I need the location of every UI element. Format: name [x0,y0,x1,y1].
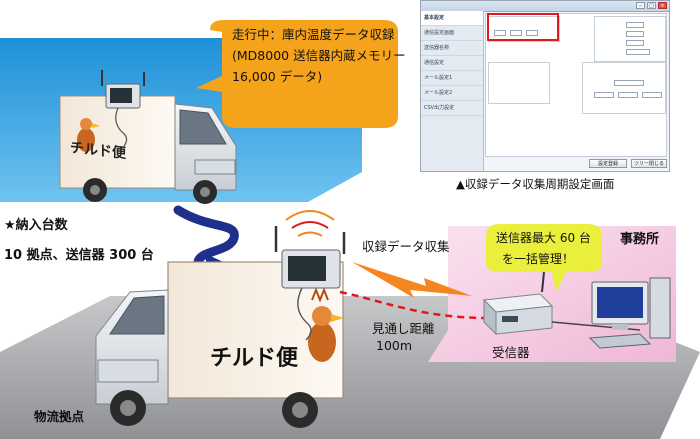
pc-icon [590,278,670,348]
window-buttons: – □ × [636,2,667,9]
alarm-select[interactable] [626,49,650,55]
office-bubble-line2: を一括管理！ [496,249,591,270]
screenshot-nav: 基本設定 通信設定画面 送信器名称 通信設定 メール設定1 メール設定2 CSV… [421,11,484,171]
distance-line1: 見通し距離 [372,318,435,337]
list-field[interactable] [614,80,644,86]
alarm-select[interactable] [626,40,644,46]
list-field[interactable] [594,92,614,98]
highlight-box [487,13,559,41]
office-title: 事務所 [620,228,659,247]
nav-item[interactable]: メール設定1 [421,71,483,86]
nav-item[interactable]: 通信設定 [421,56,483,71]
nav-item[interactable]: 通信設定画面 [421,26,483,41]
save-settings-button[interactable]: 設定登録 [589,159,627,168]
list-field[interactable] [618,92,638,98]
screenshot-caption: ▲収録データ収集周期設定画面 [456,176,614,192]
truck-bubble-line1: 走行中：庫内温度データ収録 [232,24,406,45]
close-icon[interactable]: × [658,2,667,9]
minimize-icon[interactable]: – [636,2,645,9]
delivery-detail: 10 拠点、送信器 300 台 [4,244,154,263]
csv-group [488,62,550,104]
distance-line2: 100m [376,338,412,353]
maximize-icon[interactable]: □ [647,2,656,9]
truck-bubble-text: 走行中：庫内温度データ収録 (MD8000 送信器内蔵メモリー 16,000 デ… [232,24,406,87]
bottom-truck-logo: チルド便 [210,340,298,372]
base-label: 物流拠点 [34,406,84,425]
truck-bubble-line2: (MD8000 送信器内蔵メモリー [232,45,406,66]
close-tree-button[interactable]: ツリー閉じる [631,159,667,168]
nav-item[interactable]: 基本設定 [421,11,483,26]
nav-item[interactable]: 送信器名称 [421,41,483,56]
list-field[interactable] [642,92,662,98]
list-display-group [582,62,666,114]
receiver-label: 受信器 [492,342,530,361]
settings-screenshot: – □ × 基本設定 通信設定画面 送信器名称 通信設定 メール設定1 メール設… [420,0,670,172]
office-bubble-text: 送信器最大 60 台 を一括管理！ [496,228,591,270]
delivery-heading: ★納入台数 [4,214,68,233]
office-bubble-line1: 送信器最大 60 台 [496,228,591,249]
truck-bubble-line3: 16,000 データ) [232,66,406,87]
alarm-select[interactable] [626,31,644,37]
nav-item[interactable]: メール設定2 [421,86,483,101]
alarm-select[interactable] [626,22,644,28]
collection-label: 収録データ収集 [362,236,450,255]
nav-item[interactable]: CSV出力設定 [421,101,483,116]
